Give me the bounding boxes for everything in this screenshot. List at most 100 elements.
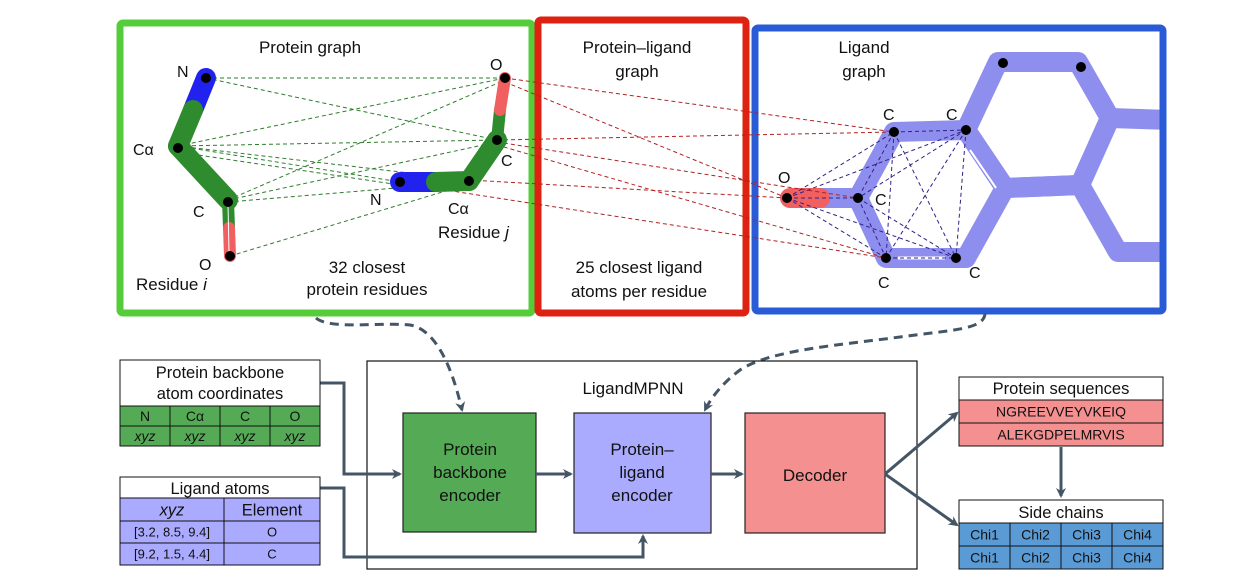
protein-graph-frame [116,19,536,317]
decoder-to-sequences-arrow [884,411,959,476]
ligand-atom-label-c: C [875,192,887,209]
atom-node [223,197,233,207]
ligand-atom-label-c: C [969,265,981,282]
atom-node [225,251,235,261]
protein-ligand-graph-title-line2: graph [615,62,658,81]
protein-graph-caption-line1: 32 closest [329,258,406,277]
ligandmpnn-title: LigandMPNN [582,379,683,398]
protein-backbone-encoder[interactable]: Protein backbone encoder [402,412,537,533]
atom-node [173,143,183,153]
svg-text:ligand: ligand [619,463,664,482]
backbone-value-cell-text: xyz [134,428,156,444]
backbone-value-cell-text: xyz [284,428,306,444]
ligand-atoms: O C C C C C [778,58,1086,292]
atom-node [853,193,863,203]
ligand-atom-label-c: C [946,107,958,124]
side-chain-cell: Chi4 [1111,522,1164,547]
side-chain-cell-text: Chi2 [1021,550,1050,566]
side-chain-cell: Chi4 [1111,545,1164,570]
ligand-header-cell-text: xyz [159,501,186,519]
ligand-row-cell-text: C [267,547,276,562]
atom-node [961,125,971,135]
ligand-fused-rings [780,52,1163,268]
sequences-title: Protein sequences [993,380,1130,398]
backbone-value-cell: xyz [169,425,221,447]
backbone-header-cell-text: C [240,408,250,424]
atom-node [951,253,961,263]
svg-text:encoder: encoder [611,486,673,505]
ligand-row-cell: O [223,520,321,544]
side-chain-cell: Chi3 [1060,522,1113,547]
backbone-table-title-line2: atom coordinates [157,385,284,403]
ligand-row-cell: [9.2, 1.5, 4.4] [119,542,225,566]
residue-j-label: Residue j [438,223,510,242]
side-chain-cell-text: Chi1 [970,527,999,543]
atom-node [201,73,211,83]
backbone-value-cell-text: xyz [184,428,206,444]
residue-i: N Cα C O Residue i [133,64,238,294]
side-chain-cell-text: Chi2 [1021,527,1050,543]
residue-i-o-label: O [199,257,211,274]
ligand-atom-label-c: C [878,275,890,292]
protein-graph-flow-arrow [315,316,466,412]
ligand-row-cell: [3.2, 8.5, 9.4] [119,520,225,544]
ligand-graph-panel: Ligand graph [751,24,1167,315]
side-chain-cell-text: Chi4 [1123,550,1152,566]
protein-graph-title: Protein graph [259,38,361,57]
residue-j-n-label: N [370,192,382,209]
svg-text:backbone: backbone [433,463,507,482]
svg-text:Decoder: Decoder [783,466,848,485]
ligand-header-cell: xyz [119,497,225,522]
backbone-header-cell-text: O [290,408,301,424]
sequence-row-text: NGREEVVEYVKEIQ [996,404,1126,420]
atom-node [395,177,405,187]
backbone-coordinates-table: Protein backbone atom coordinates N Cα C Ox… [119,359,321,447]
side-chain-cell: Chi1 [958,522,1011,547]
protein-graph-caption-line2: protein residues [307,280,428,299]
ligand-graph-frame [751,24,1167,315]
ligand-graph-title-line2: graph [842,62,885,81]
ligand-row-cell-text: [9.2, 1.5, 4.4] [134,547,210,562]
residue-j-o-label: O [490,57,502,74]
backbone-value-cell: xyz [119,425,171,447]
side-chain-cell: Chi3 [1060,545,1113,570]
ligand-header-cell-text: Element [242,501,303,519]
decoder[interactable]: Decoder [744,412,886,534]
ligand-graph-title-line1: Ligand [838,38,889,57]
residue-j-ca-label: Cα [448,201,469,218]
side-chains-title: Side chains [1018,504,1103,522]
backbone-header-cell-text: Cα [186,408,204,424]
protein-graph-panel: Protein graph [116,19,536,317]
backbone-value-cell: xyz [219,425,271,447]
residue-j: N Cα C O Residue j [370,57,513,242]
backbone-input-arrow [320,381,402,479]
ligandmpnn-container [366,360,918,570]
residue-i-c-label: C [193,204,205,221]
atom-node [998,58,1008,68]
protein-ligand-edges [399,77,895,259]
protein-ligand-graph-frame [534,16,750,317]
residue-i-label: Residue i [136,275,208,294]
side-chain-cell: Chi1 [958,545,1011,570]
backbone-value-cell-text: xyz [234,428,256,444]
atom-node [1076,62,1086,72]
atom-node [464,176,474,186]
backbone-value-cell: xyz [269,425,321,447]
sequence-row: NGREEVVEYVKEIQ [958,399,1164,424]
backbone-table-title-line1: Protein backbone [156,364,284,382]
svg-text:encoder: encoder [439,486,501,505]
atom-node [889,127,899,137]
decoder-to-sidechains-arrow [884,472,959,527]
backbone-header-cell-text: N [140,408,150,424]
backbone-header-cell: O [269,405,321,427]
side-chain-cell-text: Chi3 [1072,550,1101,566]
atom-node [492,135,502,145]
svg-text:Protein: Protein [443,440,497,459]
protein-ligand-encoder[interactable]: Protein– ligand encoder [573,412,712,534]
side-chain-cell: Chi2 [1009,545,1062,570]
protein-ligand-graph-title-line1: Protein–ligand [583,38,692,57]
side-chain-cell-text: Chi1 [970,550,999,566]
